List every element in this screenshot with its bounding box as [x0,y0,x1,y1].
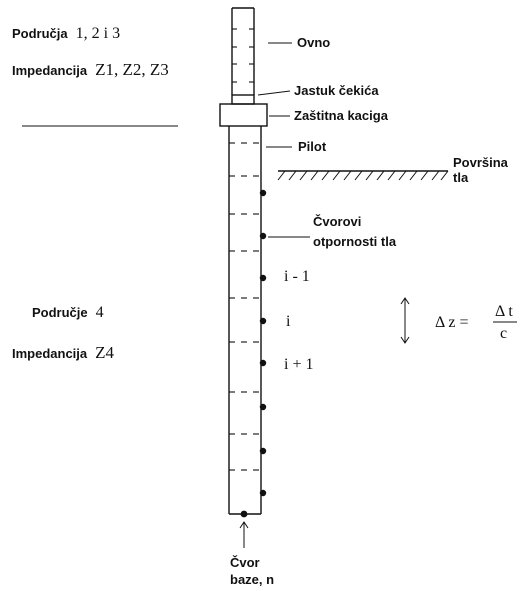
helmet [219,103,268,127]
delta-t-numerator: Δ t [495,303,513,320]
soil-nodes [240,189,267,518]
delta-z-lhs: Δ z = [435,314,469,331]
ground-surface-label-line1: Površina [453,155,509,170]
soil-node [259,317,267,325]
zone-4-label: Područje 4 [32,304,104,321]
base-node-arrow [239,521,249,548]
base-node [240,510,248,518]
node-label-i-plus-1: i + 1 [284,356,313,373]
ram-column [231,7,255,95]
base-node-label-line1: Čvor [230,555,260,570]
pile-dashes [229,142,259,471]
node-label-i: i [286,313,291,330]
ram-label: Ovno [297,35,330,50]
ground-surface-label-line2: tla [453,170,469,185]
base-node-label-line2: baze, n [230,572,274,587]
node-label-i-minus-1: i - 1 [284,268,310,285]
soil-node [259,274,267,282]
pile-body [228,126,262,515]
impedance-4-label: Impedancija Z4 [12,343,115,362]
delta-z-arrow [400,297,410,344]
leader-lines [257,42,310,238]
zones-123-label: Područja 1, 2 i 3 [12,25,120,42]
ram-dashes [232,28,254,83]
soil-node [259,447,267,455]
hammer-cushion-label: Jastuk čekića [294,83,379,98]
soil-node [259,489,267,497]
soil-node [259,359,267,367]
soil-nodes-label-line1: Čvorovi [313,214,361,229]
pile-label: Pilot [298,139,327,154]
soil-nodes-label-line2: otpornosti tla [313,234,397,249]
hammer-cushion [231,94,255,105]
impedance-123-label: Impedancija Z1, Z2, Z3 [12,60,169,79]
soil-node [259,232,267,240]
soil-node [259,403,267,411]
c-denominator: c [500,325,507,342]
helmet-label: Zaštitna kaciga [294,108,389,123]
soil-node [259,189,267,197]
ground-surface [277,170,449,181]
